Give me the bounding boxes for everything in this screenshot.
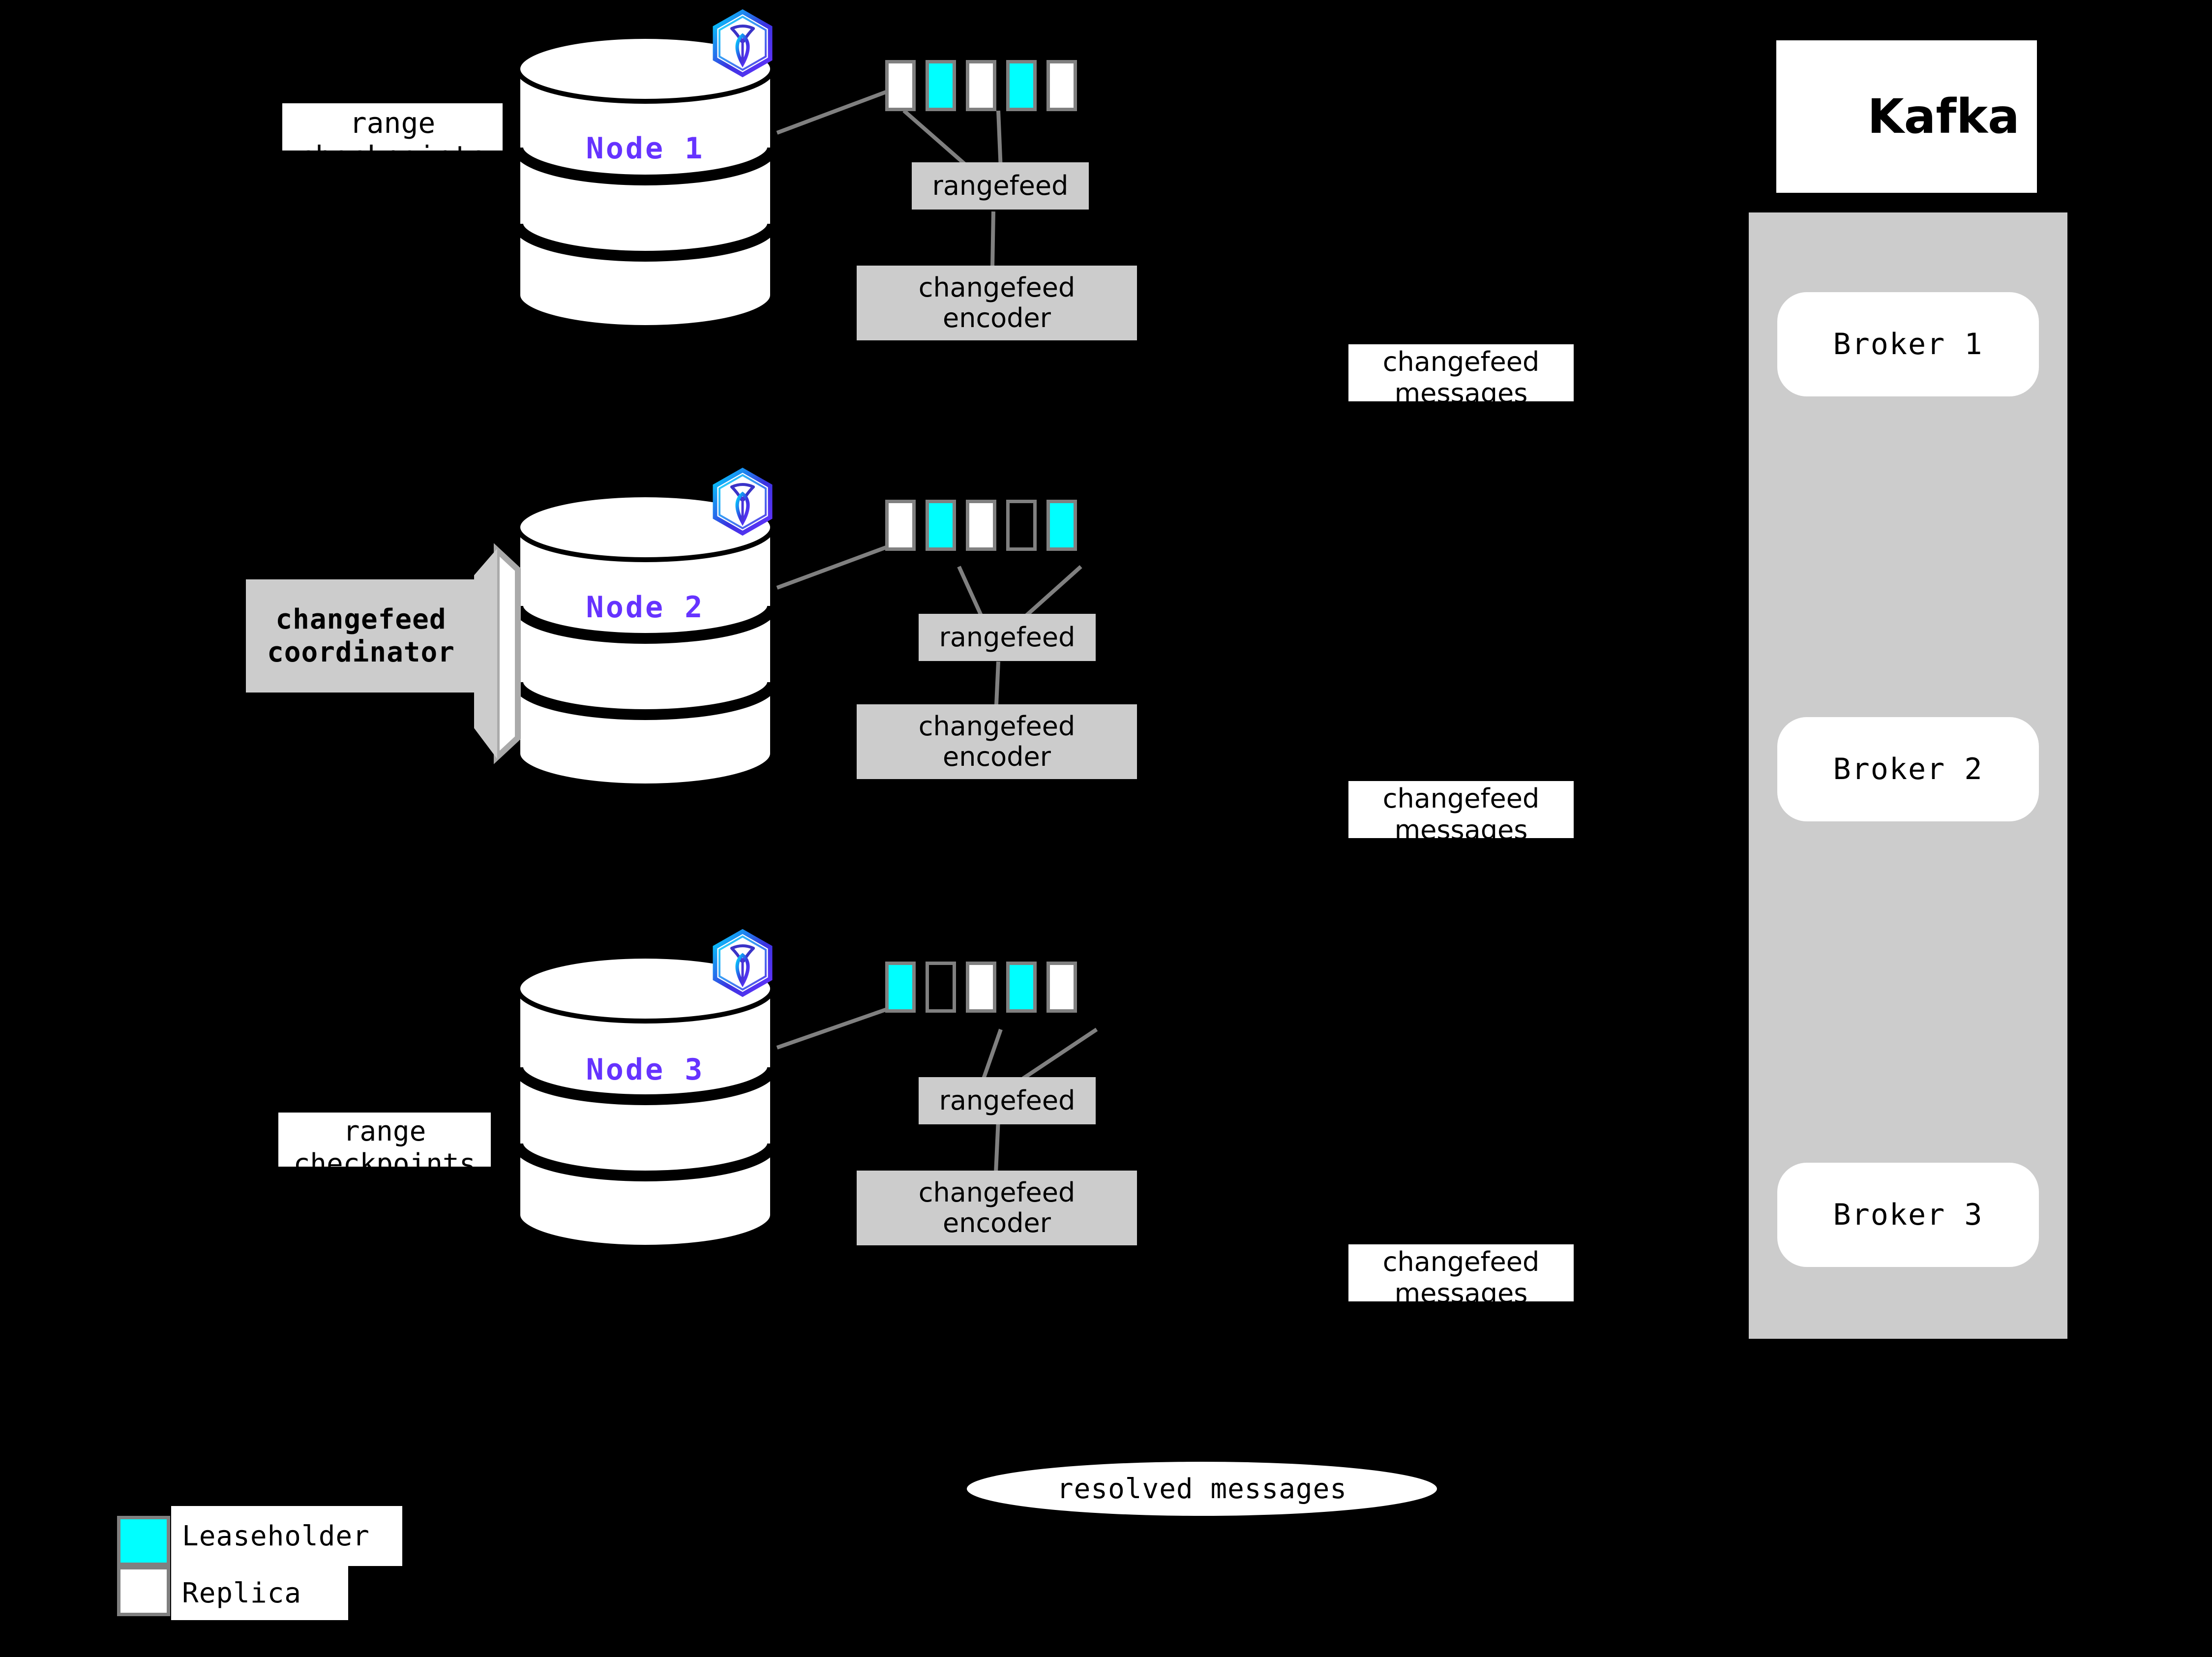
node-2-rangefeed-box[interactable]: rangefeed xyxy=(919,614,1096,661)
coordinator-connector-plate xyxy=(474,543,521,764)
node-1-range-2[interactable] xyxy=(966,60,996,111)
node-2-range-4[interactable] xyxy=(1046,500,1077,551)
changefeed-messages-label-1: changefeed messages xyxy=(1348,344,1574,409)
legend-swatch-leaseholder xyxy=(117,1516,170,1566)
node-2-connectors xyxy=(776,543,1082,716)
node-2-range-3[interactable] xyxy=(1006,500,1037,551)
kafka-wordmark: Kafka xyxy=(1867,89,2020,144)
node-2-cylinder xyxy=(512,492,778,788)
node-3-rangefeed-box[interactable]: rangefeed xyxy=(919,1077,1096,1124)
resolved-messages-pill[interactable]: resolved messages xyxy=(967,1462,1437,1516)
cockroachdb-logo-node-3 xyxy=(713,929,773,997)
node-3-label: Node 3 xyxy=(586,1053,705,1087)
node-1-range-1[interactable] xyxy=(926,60,956,111)
node-2-range-row xyxy=(885,500,1077,551)
node-1-range-0[interactable] xyxy=(885,60,916,111)
node-3-range-4[interactable] xyxy=(1046,962,1077,1013)
cockroachdb-logo-node-2 xyxy=(713,467,773,536)
node-3-range-3[interactable] xyxy=(1006,962,1037,1013)
kafka-logo-box: Kafka xyxy=(1776,40,2037,193)
changefeed-coordinator-box[interactable]: changefeed coordinator xyxy=(246,579,476,693)
node-2-range-1[interactable] xyxy=(926,500,956,551)
broker-2[interactable]: Broker 2 xyxy=(1777,717,2039,821)
node-2-range-0[interactable] xyxy=(885,500,916,551)
node-3-range-1[interactable] xyxy=(926,962,956,1013)
node-3-changefeed-encoder-box[interactable]: changefeed encoder xyxy=(857,1171,1137,1245)
node-3-range-0[interactable] xyxy=(885,962,916,1013)
legend-label-replica: Replica xyxy=(171,1566,348,1620)
node-1-range-checkpoints-label: range checkpoints xyxy=(282,103,503,173)
node-2-label: Node 2 xyxy=(586,590,705,625)
node-3-connectors xyxy=(776,1005,1098,1174)
cockroachdb-logo-node-1 xyxy=(713,9,773,78)
node-1-range-3[interactable] xyxy=(1006,60,1037,111)
node-1-range-row xyxy=(885,60,1077,111)
node-1-range-4[interactable] xyxy=(1046,60,1077,111)
node-2-changefeed-encoder-box[interactable]: changefeed encoder xyxy=(857,704,1137,779)
changefeed-messages-label-2: changefeed messages xyxy=(1348,781,1574,845)
legend-label-leaseholder: Leaseholder xyxy=(171,1506,402,1566)
node-1-cylinder xyxy=(512,34,778,330)
broker-1[interactable]: Broker 1 xyxy=(1777,292,2039,396)
legend-swatch-replica xyxy=(117,1566,170,1616)
node-2-range-2[interactable] xyxy=(966,500,996,551)
node-1-changefeed-encoder-box[interactable]: changefeed encoder xyxy=(857,266,1137,340)
node-3-range-checkpoints-label: range checkpoints xyxy=(278,1113,491,1180)
node-1-label: Node 1 xyxy=(586,131,705,166)
node-1-rangefeed-box[interactable]: rangefeed xyxy=(912,162,1089,210)
broker-3[interactable]: Broker 3 xyxy=(1777,1163,2039,1267)
node-1-connectors xyxy=(776,88,1003,269)
node-3-range-2[interactable] xyxy=(966,962,996,1013)
changefeed-messages-label-3: changefeed messages xyxy=(1348,1244,1574,1309)
node-3-range-row xyxy=(885,962,1077,1013)
node-3-cylinder xyxy=(512,954,778,1250)
